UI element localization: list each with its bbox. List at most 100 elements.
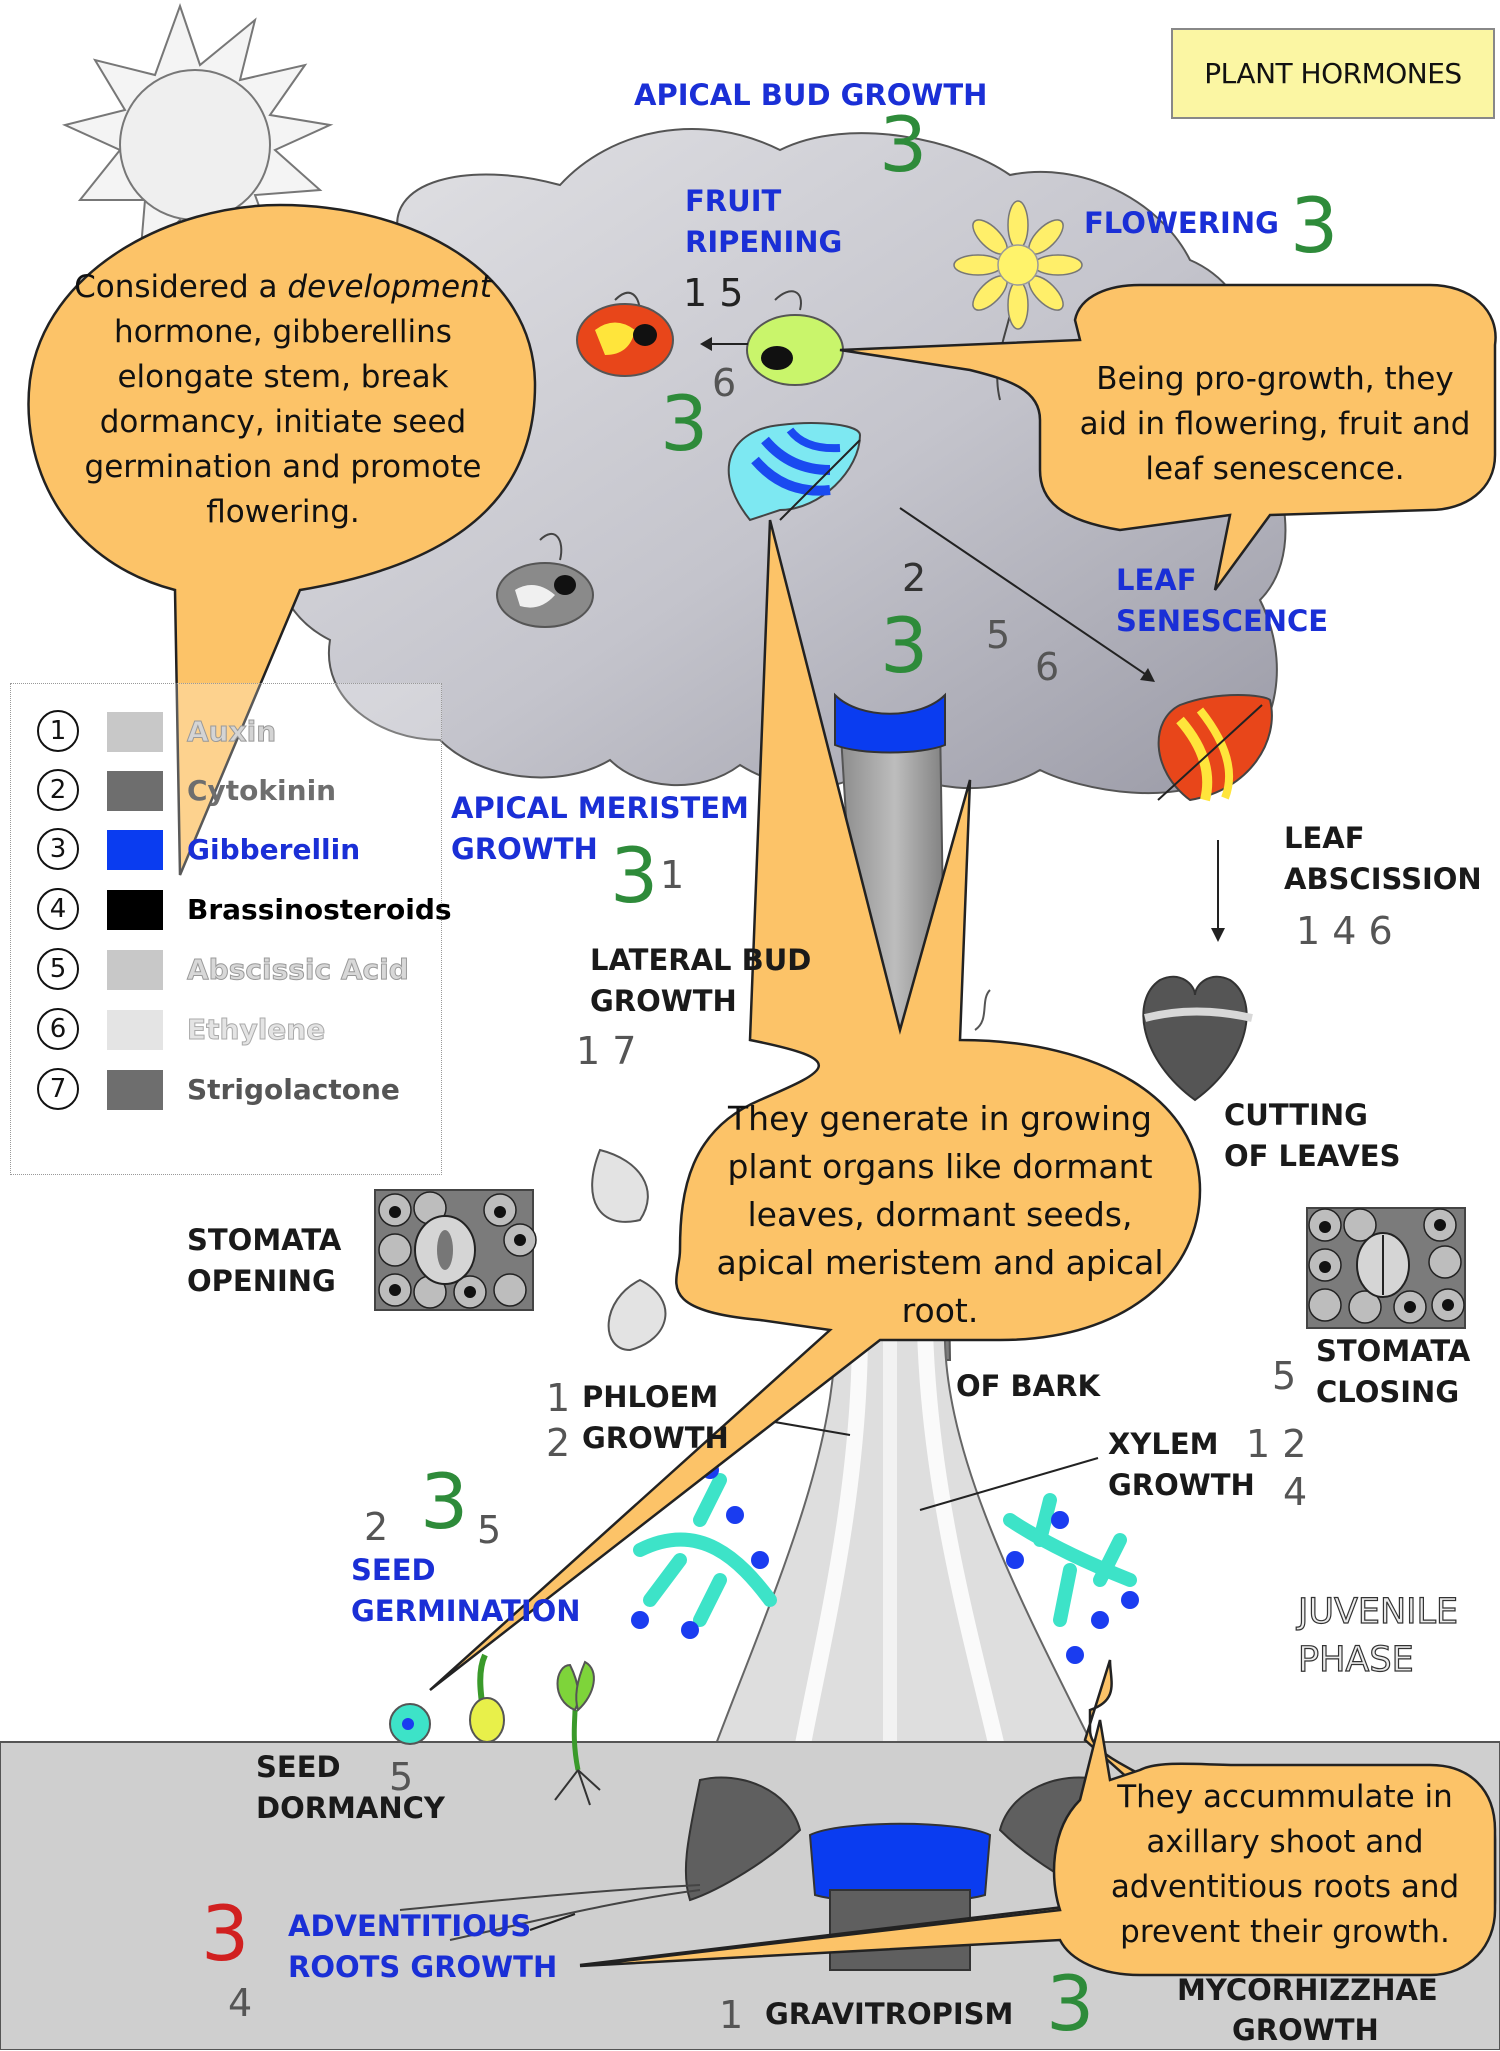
bubble-line: flowering. <box>206 494 360 530</box>
legend-number: 4 <box>37 888 79 930</box>
label-leaf-abscission-line1: LEAF <box>1284 821 1365 855</box>
num-fruit-1-5: 1 5 <box>683 271 744 315</box>
stomata-opening-icon <box>374 1189 537 1311</box>
grey-leaves-icon <box>591 1148 667 1352</box>
legend-number: 7 <box>37 1068 79 1110</box>
num-lateral-1-7: 1 7 <box>576 1029 637 1073</box>
label-stomata-opening-line1: STOMATA <box>187 1223 342 1257</box>
bubble-line: leaves, dormant seeds, <box>747 1195 1133 1234</box>
num-xylem-1-2: 1 2 <box>1246 1422 1307 1466</box>
label-lateral-bud-line2: GROWTH <box>590 984 737 1018</box>
bubble-line: apical meristem and apical <box>716 1243 1164 1282</box>
green-fruit-icon <box>746 290 844 386</box>
flower-icon <box>953 200 1083 401</box>
label-seed-germination-line2: GERMINATION <box>351 1594 581 1628</box>
grey-fruit-icon <box>496 532 594 628</box>
senescent-leaf-icon <box>1157 694 1273 802</box>
legend-swatch <box>107 890 163 930</box>
num-fruit-3: 3 <box>660 379 709 468</box>
num-fruit-6: 6 <box>712 361 737 405</box>
label-apical-meristem-line1: APICAL MERISTEM <box>451 791 749 825</box>
label-seed-dormancy-line1: SEED <box>256 1750 341 1784</box>
legend-item-ethylene: 6 Ethylene <box>37 1004 437 1056</box>
legend-number: 5 <box>37 948 79 990</box>
legend-number: 6 <box>37 1008 79 1050</box>
num-germination-2: 2 <box>364 1505 389 1549</box>
legend-label: Auxin <box>186 715 277 749</box>
germinating-seed-icon <box>469 1653 505 1743</box>
legend-label: Ethylene <box>186 1013 326 1047</box>
bubble-line: They accummulate in <box>1117 1779 1453 1815</box>
legend-item-gibberellin: 3 Gibberellin <box>37 824 437 876</box>
stomata-closing-icon <box>1306 1207 1466 1329</box>
label-lateral-bud-line1: LATERAL BUD <box>590 943 812 977</box>
label-stomata-opening-line2: OPENING <box>187 1264 336 1298</box>
bubble-text-accumulation: They accummulate in axillary shoot and a… <box>1080 1775 1490 1955</box>
label-xylem-line1: XYLEM <box>1108 1427 1219 1461</box>
label-gravitropism: GRAVITROPISM <box>765 1997 1014 2031</box>
legend-label: Brassinosteroids <box>187 893 452 926</box>
num-mycorrhizae-3: 3 <box>1046 1959 1095 2048</box>
num-stomata-close-5: 5 <box>1272 1354 1297 1398</box>
num-abscission-1-4-6: 1 4 6 <box>1296 909 1393 953</box>
bubble-line: axillary shoot and <box>1146 1824 1424 1860</box>
bubble-line: plant organs like dormant <box>727 1147 1153 1186</box>
senescence-arrow <box>899 507 1149 677</box>
label-leaf-senescence-line1: LEAF <box>1116 563 1197 597</box>
legend-swatch <box>107 1010 163 1050</box>
bubble-text-pro-growth: Being pro-growth, they aid in flowering,… <box>1060 357 1490 492</box>
legend-label: Strigolactone <box>187 1073 400 1106</box>
legend-label: Abscissic Acid <box>187 953 410 987</box>
mycorrhizae-icon-right <box>1003 1493 1139 1664</box>
seedling-icon <box>554 1660 601 1806</box>
label-flowering: FLOWERING <box>1084 206 1279 240</box>
label-bark: OF BARK <box>956 1369 1100 1403</box>
bubble-text-gibberellin-role: Considered a development hormone, gibber… <box>58 265 508 535</box>
label-adventitious-roots-line2: ROOTS GROWTH <box>288 1950 558 1984</box>
label-apical-meristem-line2: GROWTH <box>451 832 598 866</box>
bubble-line-start: Considered a <box>74 269 278 305</box>
legend-item-brassinosteroids: 4 Brassinosteroids <box>37 884 452 936</box>
legend-number: 3 <box>37 828 79 870</box>
legend-number: 1 <box>37 710 79 752</box>
falling-leaf-icon <box>1142 975 1253 1102</box>
legend-number: 2 <box>37 769 79 811</box>
apical-meristem-band <box>834 692 946 754</box>
label-apical-bud-growth: APICAL BUD GROWTH <box>634 78 988 112</box>
bubble-line: Considered a development <box>58 265 508 310</box>
num-germination-3: 3 <box>420 1457 469 1546</box>
bubble-emphasis: development <box>287 269 492 305</box>
speech-bubble-center <box>429 519 1202 1691</box>
num-senescence-3: 3 <box>880 601 929 690</box>
bubble-line: leaf senescence. <box>1145 451 1405 487</box>
legend-swatch <box>107 771 163 811</box>
bubble-line: They generate in growing <box>728 1099 1152 1138</box>
bubble-line: germination and promote <box>84 449 482 485</box>
legend-item-auxin: 1 Auxin <box>37 706 437 758</box>
label-seed-dormancy-line2: DORMANCY <box>256 1791 445 1825</box>
num-phloem-1: 1 <box>546 1376 571 1420</box>
label-xylem-line2: GROWTH <box>1108 1468 1255 1502</box>
diagram-title: PLANT HORMONES <box>1171 28 1495 119</box>
legend-swatch <box>107 1070 163 1110</box>
legend-item-abscissic-acid: 5 Abscissic Acid <box>37 944 437 996</box>
num-germination-5: 5 <box>477 1508 502 1552</box>
label-cutting-leaves-line1: CUTTING <box>1224 1098 1368 1132</box>
speech-bubble-left <box>27 203 537 876</box>
label-mycorrhizae-line2: GROWTH <box>1232 2013 1379 2047</box>
num-senescence-5: 5 <box>986 613 1011 657</box>
legend-item-strigolactone: 7 Strigolactone <box>37 1064 437 1116</box>
num-adventitious-4: 4 <box>228 1981 253 2025</box>
num-apical-bud-3: 3 <box>879 100 928 189</box>
legend-label: Cytokinin <box>187 774 337 807</box>
bubble-line: aid in flowering, fruit and <box>1079 406 1471 442</box>
num-dormancy-5: 5 <box>389 1755 414 1799</box>
num-flowering-3: 3 <box>1290 181 1339 270</box>
legend-swatch <box>107 830 163 870</box>
label-stomata-closing-line1: STOMATA <box>1316 1334 1471 1368</box>
seed-icon <box>389 1703 431 1745</box>
speech-bubble-right <box>839 283 1497 591</box>
legend-item-cytokinin: 2 Cytokinin <box>37 765 437 817</box>
speech-bubble-bottom <box>1083 1659 1155 1782</box>
